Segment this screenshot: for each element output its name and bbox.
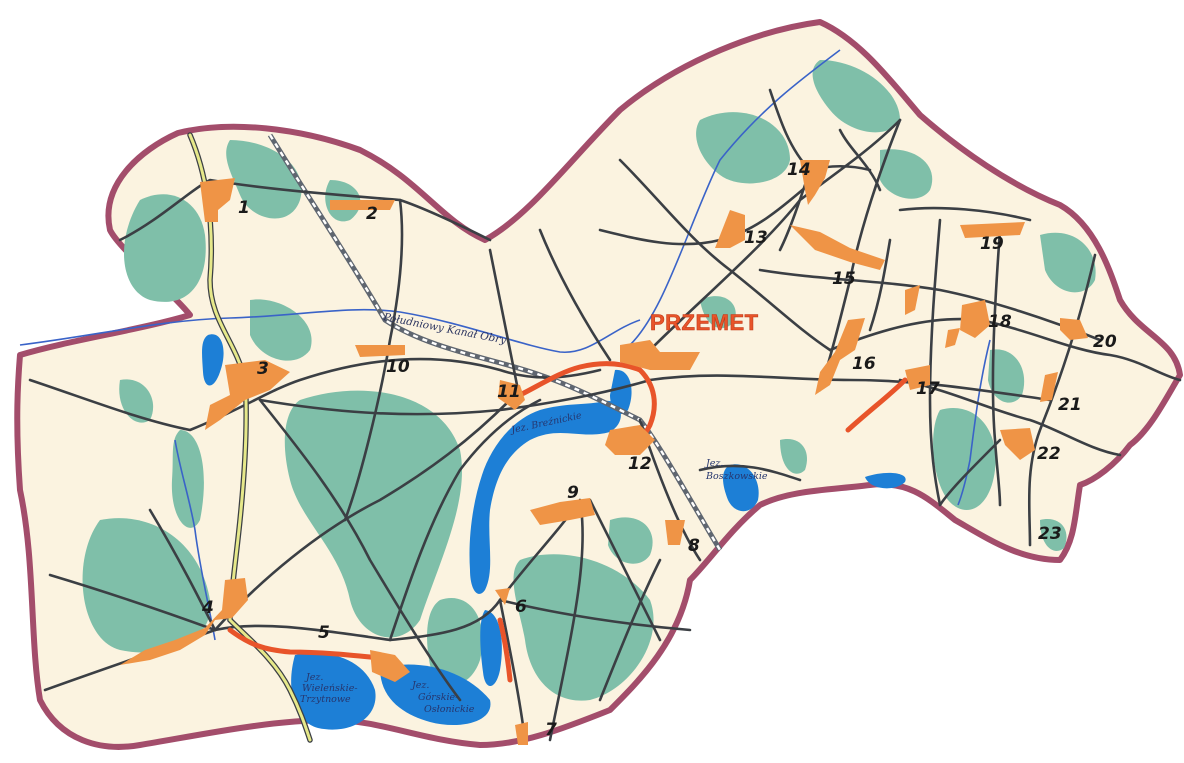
town-label: PRZEMET <box>650 310 759 335</box>
villages <box>120 160 1088 745</box>
village-number-16: 16 <box>852 354 876 374</box>
lake-south-strip <box>480 610 502 687</box>
lake-north-przemet <box>610 369 632 415</box>
village-number-1: 1 <box>238 198 250 218</box>
lake-label-gorskie: Jez. Górskie- Osłonickie <box>410 680 475 715</box>
village-number-5: 5 <box>318 623 330 643</box>
forests <box>82 60 1096 701</box>
village-number-13: 13 <box>744 228 768 248</box>
village-number-2: 2 <box>366 204 378 224</box>
village-number-4: 4 <box>201 598 214 618</box>
village-number-11: 11 <box>497 382 521 402</box>
lake-wielenskie <box>291 653 376 730</box>
village-number-12: 12 <box>628 454 652 474</box>
lake-boszkowskie <box>723 464 759 512</box>
lake-label-wielenskie: Jez. Wieleńskie- Trzytnowe <box>300 672 361 705</box>
lake-east-small <box>865 472 906 489</box>
village-number-6: 6 <box>515 597 527 617</box>
village-number-3: 3 <box>257 359 269 379</box>
village-number-14: 14 <box>787 160 811 180</box>
railway <box>267 133 723 552</box>
village-number-8: 8 <box>688 536 700 556</box>
village-number-20: 20 <box>1093 332 1117 352</box>
village-numbers: 1 2 3 4 5 6 7 8 9 10 11 12 13 14 15 16 1… <box>201 160 1117 740</box>
lake-gorskie <box>380 664 491 726</box>
village-number-10: 10 <box>386 357 410 377</box>
lake-breznickie <box>469 400 621 594</box>
lake-west <box>202 334 224 386</box>
village-number-7: 7 <box>545 720 557 740</box>
village-number-23: 23 <box>1038 524 1062 544</box>
highway <box>187 132 313 743</box>
village-number-22: 22 <box>1037 444 1061 464</box>
village-number-15: 15 <box>832 269 856 289</box>
village-number-18: 18 <box>988 312 1012 332</box>
village-number-17: 17 <box>916 379 940 399</box>
village-number-9: 9 <box>567 483 579 503</box>
village-number-21: 21 <box>1058 395 1082 415</box>
village-number-19: 19 <box>980 234 1004 254</box>
lakes <box>202 334 906 730</box>
lake-label-boszkowskie: Jez. Boszkowskie <box>704 458 768 482</box>
